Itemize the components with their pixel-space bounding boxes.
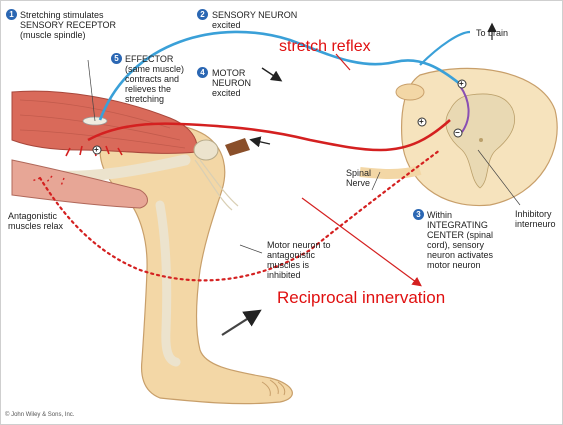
inhibitory-interneuron-label: Inhibitory interneuro — [515, 209, 556, 229]
motor-neuron-antagonistic-label: Motor neuron to antagonistic muscles is … — [267, 240, 331, 280]
spinal-nerve-label: Spinal Nerve — [346, 168, 371, 188]
annotation-pointer — [336, 54, 350, 70]
step2-label: SENSORY NEURON excited — [212, 10, 297, 30]
step2-badge: 2 — [197, 9, 208, 20]
reciprocal-innervation-annotation: Reciprocal innervation — [277, 288, 445, 308]
plus-sign-top: + — [459, 79, 464, 89]
reflex-hammer — [225, 138, 250, 156]
kneecap — [194, 140, 218, 160]
step3-badge: 3 — [413, 209, 424, 220]
dorsal-root-ganglion — [396, 84, 424, 100]
step1-badge: 1 — [6, 9, 17, 20]
plus-sign-effector: + — [94, 145, 99, 155]
kick-arrow — [222, 312, 258, 335]
copyright-notice: © John Wiley & Sons, Inc. — [5, 412, 74, 418]
stretch-reflex-annotation: stretch reflex — [279, 38, 371, 56]
step3-label: Within INTEGRATING CENTER (spinal cord),… — [427, 210, 493, 270]
motor-direction-arrow — [252, 140, 270, 144]
minus-sign: − — [455, 128, 460, 138]
step5-badge: 5 — [111, 53, 122, 64]
step1-label: Stretching stimulates SENSORY RECEPTOR (… — [20, 10, 116, 40]
step4-label: MOTOR NEURON excited — [212, 68, 251, 98]
step5-label: EFFECTOR (same muscle) contracts and rel… — [125, 54, 184, 104]
antagonistic-muscles-label: Antagonistic muscles relax — [8, 211, 63, 231]
sensory-direction-arrow — [262, 68, 280, 80]
leg — [40, 121, 292, 404]
central-canal — [479, 138, 483, 142]
to-brain-label: To brain — [476, 28, 508, 38]
step4-badge: 4 — [197, 67, 208, 78]
leg-skin — [100, 121, 292, 404]
plus-sign-motor: + — [419, 117, 424, 127]
ascending-tract — [420, 32, 470, 65]
leader-motor-antagonistic — [240, 245, 262, 253]
